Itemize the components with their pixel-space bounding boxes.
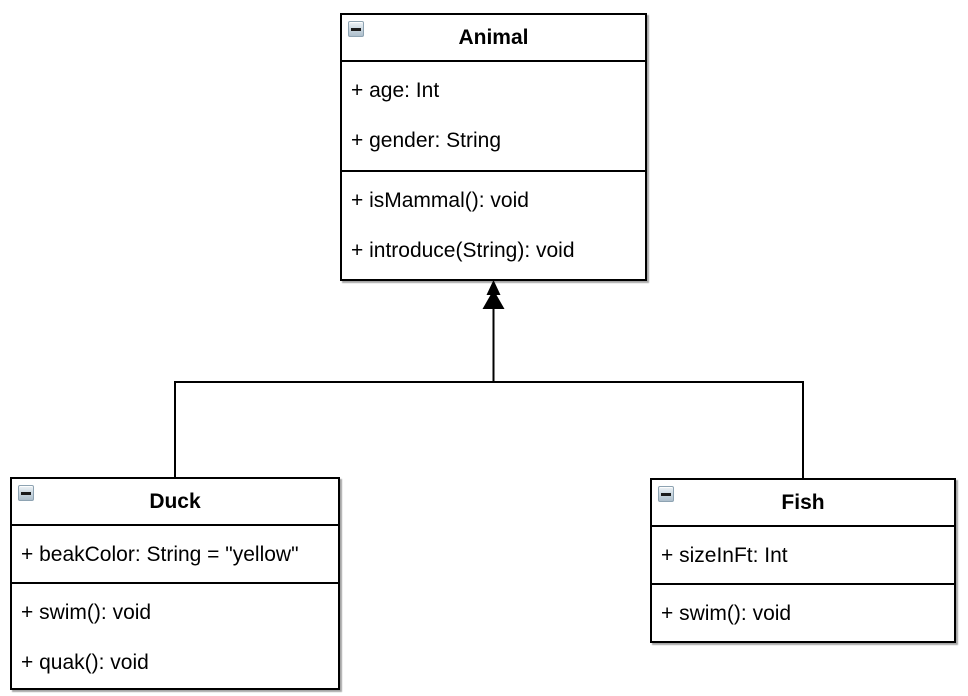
method-item: + introduce(String): void: [351, 239, 575, 262]
class-title: Duck: [149, 489, 201, 513]
collapse-button[interactable]: [18, 485, 34, 501]
method-item: + swim(): void: [661, 602, 792, 625]
collapse-button[interactable]: [658, 486, 674, 502]
inheritance-arrowhead: [482, 280, 505, 309]
class-box-animal[interactable]: Animal + age: Int + gender: String + isM…: [340, 13, 647, 281]
attributes-section: + age: Int + gender: String: [342, 62, 645, 172]
method-item: + swim(): void: [21, 601, 152, 624]
class-box-fish[interactable]: Fish + sizeInFt: Int + swim(): void: [650, 478, 956, 643]
class-header-animal: Animal: [342, 15, 645, 62]
attribute-item: + gender: String: [351, 129, 502, 152]
attribute-item: + beakColor: String = "yellow": [21, 543, 299, 566]
minus-icon: [21, 491, 31, 495]
class-box-duck[interactable]: Duck + beakColor: String = "yellow" + sw…: [10, 477, 340, 690]
minus-icon: [661, 492, 671, 496]
attributes-section: + sizeInFt: Int: [652, 527, 954, 585]
method-item: + isMammal(): void: [351, 189, 529, 212]
attribute-item: + sizeInFt: Int: [661, 544, 788, 567]
attribute-item: + age: Int: [351, 79, 440, 102]
methods-section: + isMammal(): void + introduce(String): …: [342, 172, 645, 279]
attributes-section: + beakColor: String = "yellow": [12, 526, 338, 584]
inheritance-edge-lines[interactable]: [174, 308, 804, 478]
collapse-button[interactable]: [348, 21, 364, 37]
class-header-duck: Duck: [12, 479, 338, 526]
methods-section: + swim(): void + quak(): void: [12, 584, 338, 688]
methods-section: + swim(): void: [652, 585, 954, 641]
class-title: Animal: [458, 25, 529, 49]
class-header-fish: Fish: [652, 480, 954, 527]
class-title: Fish: [781, 490, 825, 514]
method-item: + quak(): void: [21, 651, 149, 674]
minus-icon: [351, 27, 361, 31]
